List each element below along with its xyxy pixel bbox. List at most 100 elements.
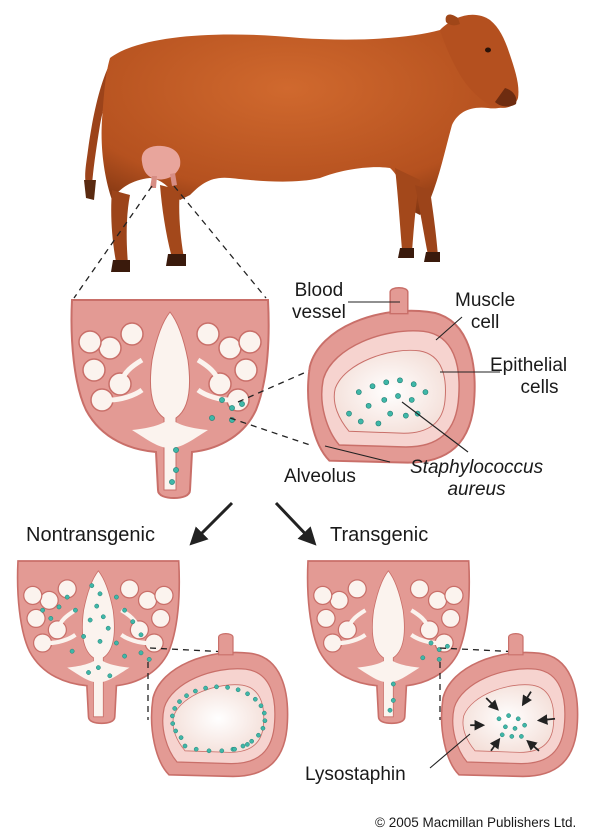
bacterium [497,717,501,721]
arrow-nontransgenic [192,503,232,543]
bacterium [429,641,433,645]
bacterium [423,390,428,395]
bacterium [49,616,53,620]
bacterium [70,649,74,653]
label-staphylococcus-aureus: Staphylococcus aureus [410,457,543,501]
label-transgenic: Transgenic [330,524,428,546]
bacterium [139,651,143,655]
bacterium [81,634,85,638]
alveolus-nontransgenic [152,634,288,777]
bacterium [384,380,389,385]
bacterium [90,583,94,587]
bacterium [122,654,126,658]
bacterium [391,682,395,686]
lobule [152,609,170,627]
bacterium [220,749,224,753]
bacterium [131,620,135,624]
bacterium [356,390,361,395]
label-staphylococcus-line2: aureus [410,479,543,501]
bacterium [366,403,371,408]
bacterium [183,744,187,748]
bacterium [204,686,208,690]
lobule [79,331,101,353]
blood-vessel [390,288,408,314]
bacterium [263,719,267,723]
bacterium [73,608,77,612]
bacterium [179,736,183,740]
bacterium [65,595,69,599]
bacterium [139,633,143,637]
label-blood-vessel-line1: Blood [292,280,346,302]
label-muscle-cell-line1: Muscle [455,290,515,312]
lobule [34,634,52,652]
lobule [145,634,163,652]
lobule [314,586,332,604]
label-epithelial-cells-line1: Epithelial [490,355,567,377]
lobule [330,591,348,609]
bacterium [193,689,197,693]
lobule [219,337,241,359]
bacterium [233,747,237,751]
label-epithelial-cells: Epithelial cells [490,355,567,399]
bacterium [382,397,387,402]
bacterium [388,708,392,712]
bacterium [236,688,240,692]
bacterium [516,717,520,721]
bacterium [262,711,266,715]
lobule [445,586,463,604]
lobule [83,359,105,381]
bacterium [245,742,249,746]
bacterium [411,382,416,387]
bacterium [171,721,175,725]
bacterium [256,733,260,737]
bacterium [98,639,102,643]
bacterium [239,401,244,406]
bacterium [122,608,126,612]
lobule [239,331,261,353]
bacterium [207,749,211,753]
bacterium [147,657,151,661]
bacterium [513,726,517,730]
bacterium [184,694,188,698]
label-blood-vessel-line2: vessel [292,302,346,324]
bacterium [409,397,414,402]
bacterium [370,384,375,389]
bacterium [259,704,263,708]
bacterium [86,670,90,674]
lobule [155,586,173,604]
bacterium [503,725,507,729]
lobule [235,359,257,381]
bacterium [437,657,441,661]
lobule [429,591,447,609]
bacterium [519,734,523,738]
bacterium [108,674,112,678]
bacterium [500,733,504,737]
bacterium [507,714,511,718]
bacterium [95,604,99,608]
bacterium [209,415,214,420]
label-alveolus: Alveolus [284,466,356,488]
lobule [324,634,342,652]
bacterium [346,411,351,416]
lobule [91,389,113,411]
cow-hind-leg [111,190,130,264]
bacterium [169,479,174,484]
lobule [48,621,66,639]
label-blood-vessel: Blood vessel [292,280,346,324]
bacterium [523,723,527,727]
bacterium [397,378,402,383]
lobule [24,586,42,604]
label-nontransgenic: Nontransgenic [26,524,155,546]
bacterium [173,706,177,710]
lobule [121,323,143,345]
bacterium [229,405,234,410]
bacterium [96,665,100,669]
blood-vessel [219,634,233,655]
lobule [197,323,219,345]
bacterium [173,467,178,472]
bacterium [177,699,181,703]
bacterium [376,421,381,426]
branch-arrows [192,503,314,543]
mammary-gland-top [72,300,269,498]
